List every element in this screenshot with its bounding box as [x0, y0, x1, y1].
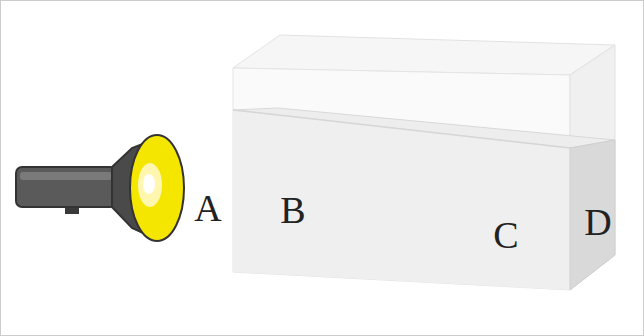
- point-label: B: [280, 191, 305, 229]
- point-label: C: [493, 216, 518, 254]
- water-front: [233, 110, 570, 290]
- water-tank: [233, 35, 615, 290]
- flashlight: [16, 135, 184, 241]
- point-label: D: [584, 203, 611, 241]
- point-label: A: [194, 189, 221, 227]
- water-side: [570, 140, 615, 290]
